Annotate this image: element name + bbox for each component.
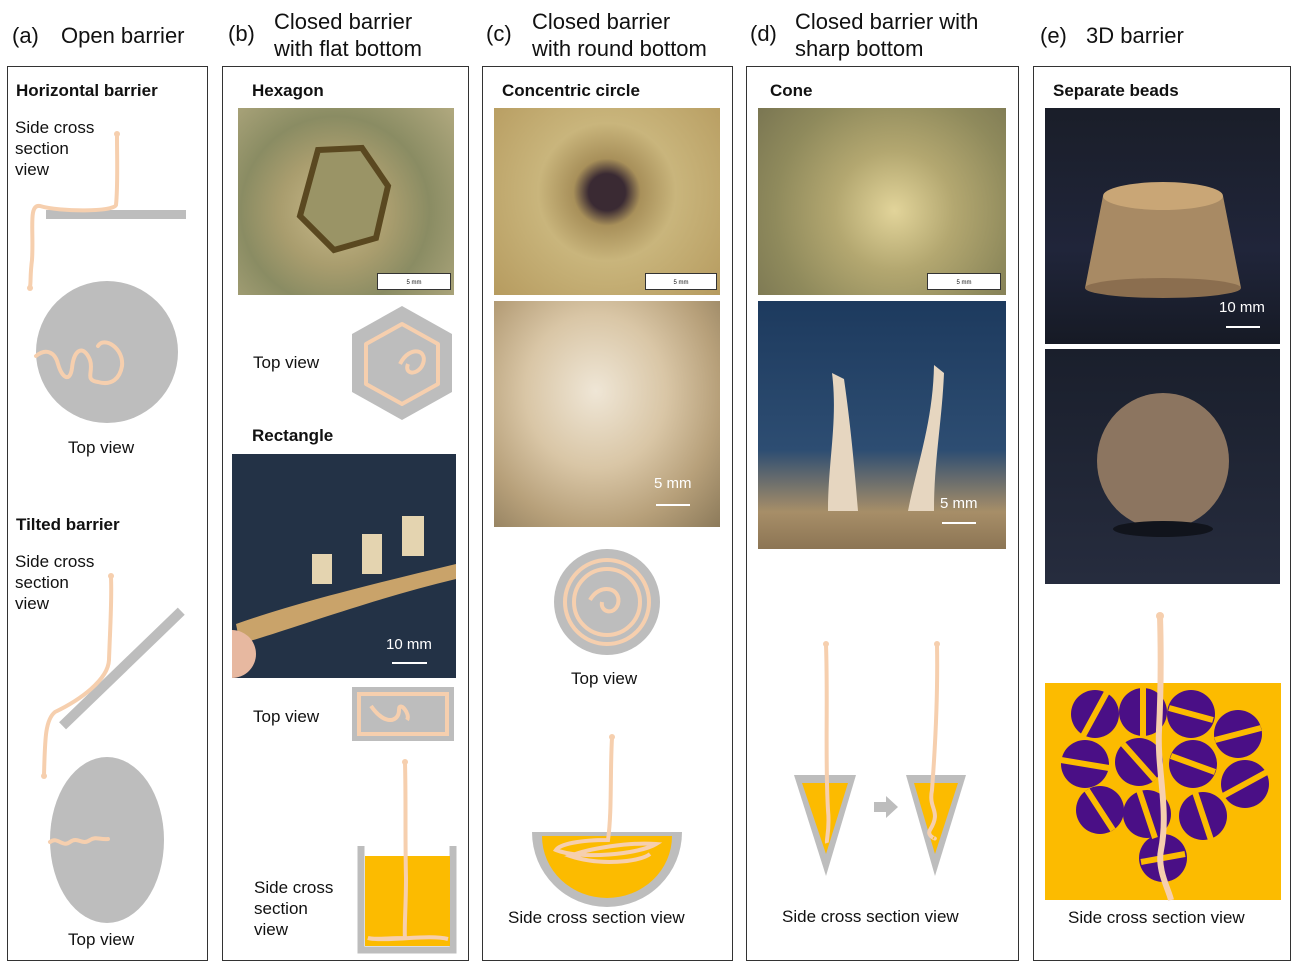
b-top-view-caption: Top view [253,352,319,373]
panel-d-title: (d) Closed barrier with sharp bottom [750,8,1010,64]
hexagon-scale-label: 5 mm [407,280,422,286]
rectangle-scale-label: 10 mm [386,636,432,653]
panel-b-title-line2: with flat bottom [274,35,422,62]
e-side-view-caption: Side cross section view [1068,907,1245,928]
round-bottom-diagram [530,732,685,897]
beads-scale-bar [1226,326,1260,328]
bead-cylinder-bottom [1085,278,1241,298]
cone-spike [828,373,858,511]
bead-disc [1097,393,1229,529]
cone-spike [908,365,944,511]
b-side-view-line1: Side cross [254,877,333,898]
hexagon-cell [300,148,388,250]
concentric-top-diagram [552,548,662,658]
panel-c-title-line1: Closed barrier [532,8,670,35]
panel-e-title: (e) 3D barrier [1040,22,1240,52]
fiber-tip-tilted [108,573,114,579]
concentric-scale-label-side: 5 mm [654,475,692,492]
tilted-barrier-plate [59,608,185,730]
fiber-end [27,285,33,291]
a-side-view2-line3: view [15,593,94,614]
a-top-view-caption: Top view [68,437,134,458]
tilted-barrier-heading: Tilted barrier [16,515,120,535]
hexagon-scale-box: 5 mm [377,273,451,290]
c-top-view-caption: Top view [571,668,637,689]
rectangle-strip [236,564,456,644]
panel-b-title: (b) Closed barrier with flat bottom [228,8,468,64]
hexagon-photo: 5 mm [238,108,454,295]
cone-scale-box: 5 mm [927,273,1001,290]
fiber-tip [402,759,408,765]
concentric-disc [554,549,660,655]
panel-d-title-line2: sharp bottom [795,35,923,62]
d-side-view-caption: Side cross section view [782,906,959,927]
concentric-scale-bar [656,504,690,506]
rectangle-top-diagram [351,686,455,742]
b-side-view-caption: Side cross section view [254,877,333,940]
panel-c-label: (c) [486,20,512,47]
beads-diagram [1045,610,1281,902]
fiber-tip [823,641,829,647]
cone-left-fiber [826,645,829,843]
rectangle-scale-bar [392,662,427,664]
bead-cylinder-top [1103,182,1223,210]
cone-scale-bar [942,522,976,524]
panel-e-label: (e) [1040,22,1067,49]
panel-d-title-line1: Closed barrier with [795,8,978,35]
rectangle-post [362,534,382,574]
panel-e-title-text: 3D barrier [1086,22,1184,49]
panel-c-title: (c) Closed barrier with round bottom [486,8,726,64]
fiber-tip [114,131,120,137]
a-side-view2-line1: Side cross [15,551,94,572]
fiber-tip [1156,612,1164,620]
rectangle-post [312,554,332,584]
b-side-view-line3: view [254,919,333,940]
cone-heading: Cone [770,81,813,101]
cone-scale-label-side: 5 mm [940,495,978,512]
hexagon-top-diagram [340,304,460,424]
rectangle-photo: 10 mm [232,454,456,678]
arrow-right-icon [874,796,898,818]
rectangle-post [402,516,424,556]
concentric-scale-box: 5 mm [645,273,717,290]
c-side-view-caption: Side cross section view [508,907,685,928]
fiber-end-tilted [41,773,47,779]
concentric-photo-top: 5 mm [494,108,720,295]
concentric-scale-label-top: 5 mm [674,280,689,286]
a-side-view2-line2: section [15,572,94,593]
horizontal-barrier-diagram [0,0,210,955]
beads-photo-top [1045,349,1280,584]
a-side-view-caption-2: Side cross section view [15,551,94,614]
b-side-view-line2: section [254,898,333,919]
concentric-circle-heading: Concentric circle [502,81,640,101]
panel-d-label: (d) [750,20,777,47]
cone-scale-label-top: 5 mm [957,280,972,286]
b-top-view-caption-2: Top view [253,706,319,727]
hexagon-heading: Hexagon [252,81,324,101]
panel-b-title-line1: Closed barrier [274,8,412,35]
flat-bottom-container-diagram [358,758,458,953]
beads-scale-label: 10 mm [1219,299,1265,316]
fiber-tip [934,641,940,647]
cone-photo-side: 5 mm [758,301,1006,549]
fiber-tip [609,734,615,740]
bead-disc-shadow [1113,521,1213,537]
separate-beads-heading: Separate beads [1053,81,1179,101]
cone-diagram [790,640,980,885]
concentric-photo-side: 5 mm [494,301,720,527]
cone-photo-top: 5 mm [758,108,1006,295]
panel-c-title-line2: with round bottom [532,35,707,62]
beads-photo-side: 10 mm [1045,108,1280,344]
a-top-view-caption-2: Top view [68,929,134,950]
rectangle-heading: Rectangle [252,426,333,446]
panel-b-label: (b) [228,20,255,47]
horizontal-barrier-top-disc [36,281,178,423]
